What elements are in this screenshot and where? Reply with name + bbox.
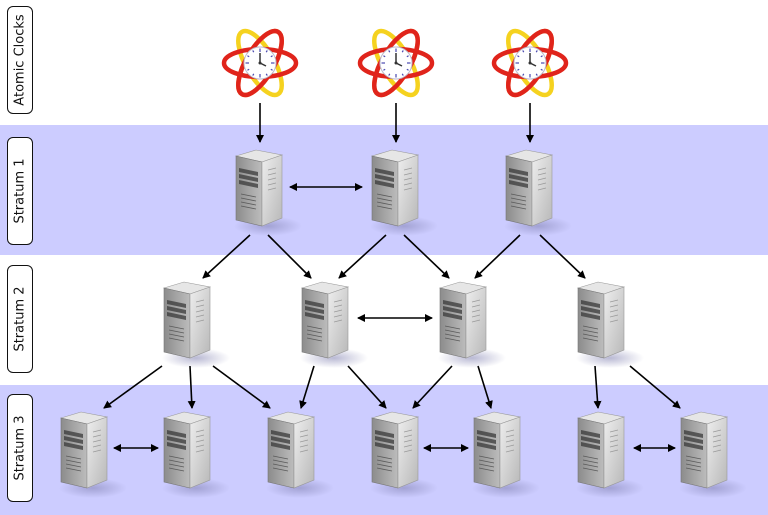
server-icon-s3-g [679,411,747,498]
arrow-s1-a-to-s2-b [267,234,312,279]
arrow-s2-a-to-s3-a [103,365,163,409]
atomic-clock-icon-clock-2 [357,28,435,98]
edges-layer [103,103,681,452]
nodes-layer [59,28,747,498]
arrow-s2-d-to-s3-f [593,365,602,409]
server-icon-s2-c [438,281,506,368]
server-icon-s2-b [300,281,368,368]
tier-label-stratum1: Stratum 1 [7,137,33,245]
server-icon-s3-b [162,411,230,498]
arrow-s2-b-to-s3-c [299,365,315,409]
arrow-s1-b-to-s2-b [338,234,387,279]
server-icon-s3-f [576,411,644,498]
server-icon-s3-e [472,411,540,498]
arrow-s1-a-to-s2-a [202,234,251,279]
server-icon-s3-d [370,411,438,498]
server-icon-s3-a [59,411,127,498]
tier-label-stratum3: Stratum 3 [7,394,33,502]
atomic-clock-icon-clock-1 [221,28,299,98]
atomic-clock-icon-clock-3 [491,28,569,98]
arrow-s2-c-to-s3-e [477,365,493,409]
server-icon-s1-b [370,149,438,236]
server-icon-s1-c [504,149,572,236]
tier-label-stratum2: Stratum 2 [7,265,33,373]
arrow-s1-c-to-s2-d [539,234,586,279]
arrow-s2-a-to-s3-b [187,365,196,409]
arrow-s1-c-to-s2-c [474,234,521,279]
arrow-s2-d-to-s3-g [629,365,681,409]
server-icon-s2-a [162,281,230,368]
arrow-s1-b-to-s2-c [403,234,450,279]
server-icon-s2-d [576,281,644,368]
server-icon-s3-c [266,411,334,498]
tier-label-atomic: Atomic Clocks [7,6,33,114]
arrow-s2-c-to-s3-d [412,365,453,409]
arrow-s2-a-to-s3-c [212,365,271,409]
server-icon-s1-a [234,149,302,236]
arrow-s2-b-to-s3-d [347,365,387,409]
